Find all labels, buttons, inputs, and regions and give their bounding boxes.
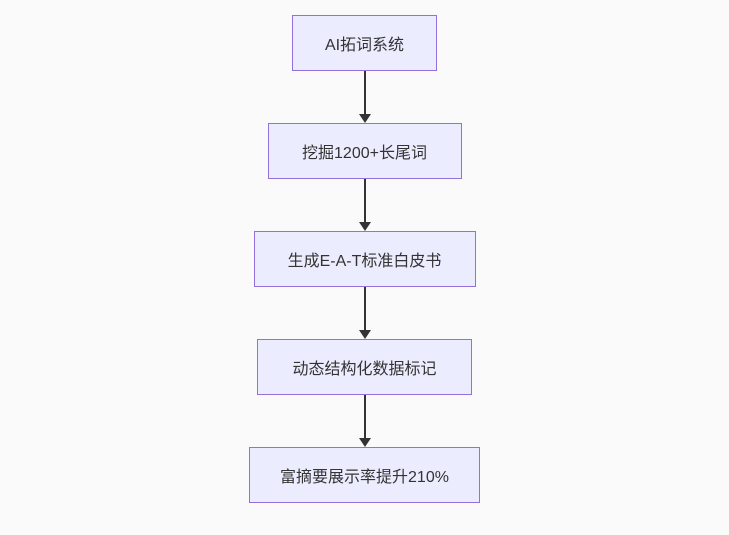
flowchart-node-label: 动态结构化数据标记 xyxy=(292,361,437,378)
arrow-down-icon xyxy=(358,114,371,123)
arrow-line xyxy=(363,287,366,331)
arrow-line xyxy=(363,395,366,439)
flowchart-node-step-4: 动态结构化数据标记 xyxy=(257,339,472,395)
flow-edge-3-4 xyxy=(358,287,371,339)
flowchart-node-label: 富摘要展示率提升210% xyxy=(280,469,449,486)
flow-edge-1-2 xyxy=(358,71,371,123)
arrow-down-icon xyxy=(358,222,371,231)
flowchart-node-step-5: 富摘要展示率提升210% xyxy=(249,447,480,503)
flow-edge-4-5 xyxy=(358,395,371,447)
arrow-line xyxy=(363,71,366,115)
flowchart-node-label: 生成E-A-T标准白皮书 xyxy=(287,253,442,270)
arrow-down-icon xyxy=(358,330,371,339)
flowchart-node-step-2: 挖掘1200+长尾词 xyxy=(267,123,462,179)
flowchart-node-step-3: 生成E-A-T标准白皮书 xyxy=(253,231,476,287)
flowchart-node-step-1: AI拓词系统 xyxy=(292,15,437,71)
arrow-down-icon xyxy=(358,438,371,447)
arrow-line xyxy=(363,179,366,223)
flowchart-node-label: 挖掘1200+长尾词 xyxy=(302,145,427,162)
flow-edge-2-3 xyxy=(358,179,371,231)
flowchart-node-label: AI拓词系统 xyxy=(324,37,405,54)
